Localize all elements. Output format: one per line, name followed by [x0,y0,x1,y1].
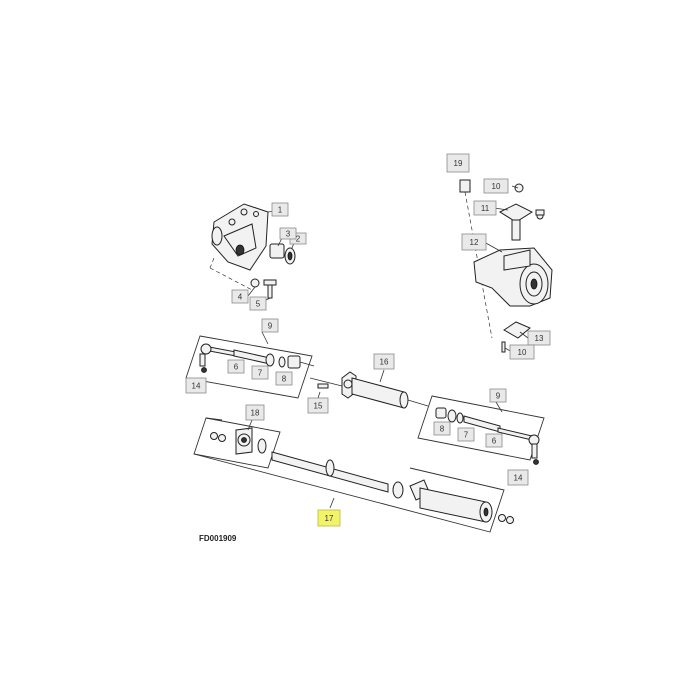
svg-text:6: 6 [234,363,239,372]
callout-8-left: 8 [275,371,293,386]
svg-text:4: 4 [238,293,243,302]
left-tie-rod-assembly [185,331,315,399]
svg-text:10: 10 [492,182,501,191]
centre-link-assembly [309,369,429,409]
svg-text:6: 6 [492,437,497,446]
svg-text:14: 14 [192,382,201,391]
svg-text:15: 15 [314,402,323,411]
svg-text:9: 9 [496,392,501,401]
callout-16: 16 [373,353,395,370]
callout-7-left: 7 [251,365,269,380]
callout-3: 3 [279,227,297,240]
callout-11: 11 [473,200,497,216]
svg-text:10: 10 [518,348,527,357]
callout-17-highlighted: 17 [317,509,341,527]
svg-text:11: 11 [481,204,490,213]
svg-text:8: 8 [282,375,287,384]
callout-7-right: 7 [457,427,475,442]
callout-15: 15 [307,397,329,414]
callout-10-bottom: 10 [509,344,535,360]
svg-text:18: 18 [251,409,260,418]
svg-text:16: 16 [380,358,389,367]
svg-text:19: 19 [454,159,463,168]
svg-text:7: 7 [258,369,263,378]
svg-text:7: 7 [464,431,469,440]
callout-12: 12 [461,233,487,251]
svg-text:13: 13 [535,334,544,343]
callout-10-top: 10 [483,178,509,194]
callout-8-right: 8 [433,421,451,436]
svg-text:1: 1 [278,206,283,215]
left-knuckle-assembly [209,203,297,303]
callout-1: 1 [271,202,289,217]
svg-text:5: 5 [256,300,261,309]
callout-14-right: 14 [507,469,529,486]
callout-6-left: 6 [227,359,245,374]
svg-text:9: 9 [268,322,273,331]
callout-14-left: 14 [185,377,207,394]
steering-cylinder-assembly [193,417,514,533]
svg-text:8: 8 [440,425,445,434]
svg-text:3: 3 [286,230,291,239]
svg-text:17: 17 [325,514,334,523]
callout-19: 19 [446,153,470,173]
right-tie-rod-assembly [417,395,545,465]
callout-4: 4 [231,289,249,304]
figure-id-label: FD001909 [199,534,237,543]
svg-text:2: 2 [296,235,301,244]
callout-13: 13 [527,330,551,346]
callout-9-left: 9 [261,318,279,333]
callout-9-right: 9 [489,388,507,403]
callout-18: 18 [245,404,265,421]
callout-5: 5 [249,296,267,311]
right-knuckle-assembly [459,179,553,353]
callout-6-right: 6 [485,433,503,448]
svg-text:14: 14 [514,474,523,483]
svg-text:12: 12 [470,238,479,247]
